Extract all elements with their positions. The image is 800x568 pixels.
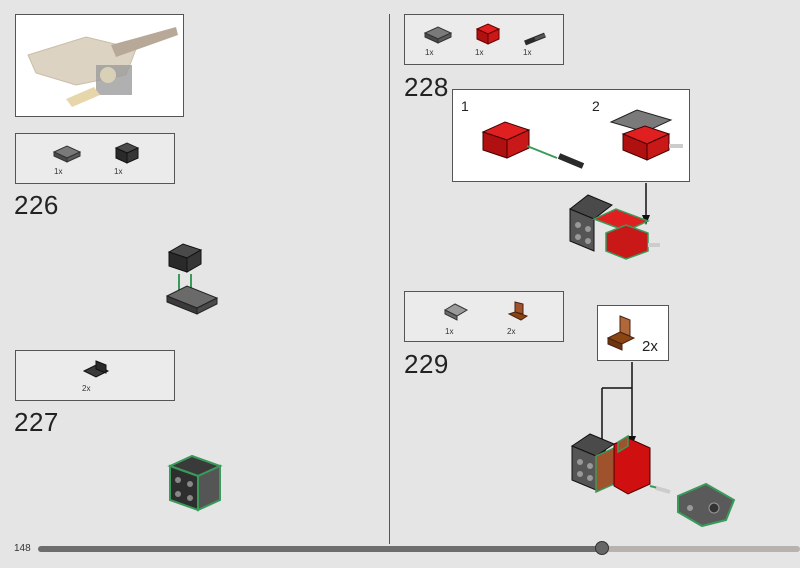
- step-number-226: 226: [14, 190, 59, 220]
- parts-list-227: 2x: [15, 350, 175, 401]
- page-number: 148: [14, 543, 31, 554]
- part-qty: 1x: [475, 48, 484, 57]
- black-axle-pin-icon: [524, 32, 546, 46]
- part-qty: 2x: [82, 384, 91, 393]
- part-qty: 1x: [114, 167, 123, 176]
- progress-fill: [38, 546, 602, 552]
- step-229-assembly-illustration: [570, 362, 736, 528]
- gray-wedge-icon: [443, 303, 469, 321]
- step-229-callout: 2x: [597, 305, 669, 361]
- substep-1-illustration: [481, 121, 585, 169]
- part-qty: 1x: [445, 327, 454, 336]
- parts-list-226: 1x 1x: [15, 133, 175, 184]
- parts-list-228: 1x 1x 1x: [404, 14, 564, 65]
- part-qty: 1x: [54, 167, 63, 176]
- model-preview-icon: [27, 27, 178, 107]
- step-227-assembly-illustration: [167, 454, 223, 512]
- step-number-229: 229: [404, 349, 449, 379]
- brown-bracket-icon: [507, 301, 529, 321]
- part-qty: 1x: [523, 48, 532, 57]
- substep-number: 1: [461, 98, 469, 114]
- step-228-assembly-illustration: [569, 183, 660, 260]
- callout-qty: 2x: [642, 338, 658, 355]
- substep-number: 2: [592, 98, 600, 114]
- step-228-callout: 1 2: [452, 89, 690, 182]
- dark-gray-plate-2x2-icon: [52, 145, 82, 163]
- step-number-227: 227: [14, 407, 59, 437]
- parts-list-229: 1x 2x: [404, 291, 564, 342]
- part-qty: 1x: [425, 48, 434, 57]
- part-qty: 2x: [507, 327, 516, 336]
- step-226-assembly-illustration: [165, 243, 219, 315]
- model-preview-box: [15, 14, 184, 117]
- brown-bracket-icon: [606, 315, 636, 351]
- step-number-228: 228: [404, 72, 449, 102]
- progress-knob[interactable]: [595, 541, 609, 555]
- column-divider: [389, 14, 390, 544]
- red-brick-2x2-icon: [475, 23, 501, 45]
- black-bracket-icon: [82, 360, 110, 378]
- black-brick-2x2-icon: [114, 142, 140, 164]
- dark-gray-plate-2x2-icon: [423, 26, 453, 44]
- substep-2-illustration: [609, 109, 683, 161]
